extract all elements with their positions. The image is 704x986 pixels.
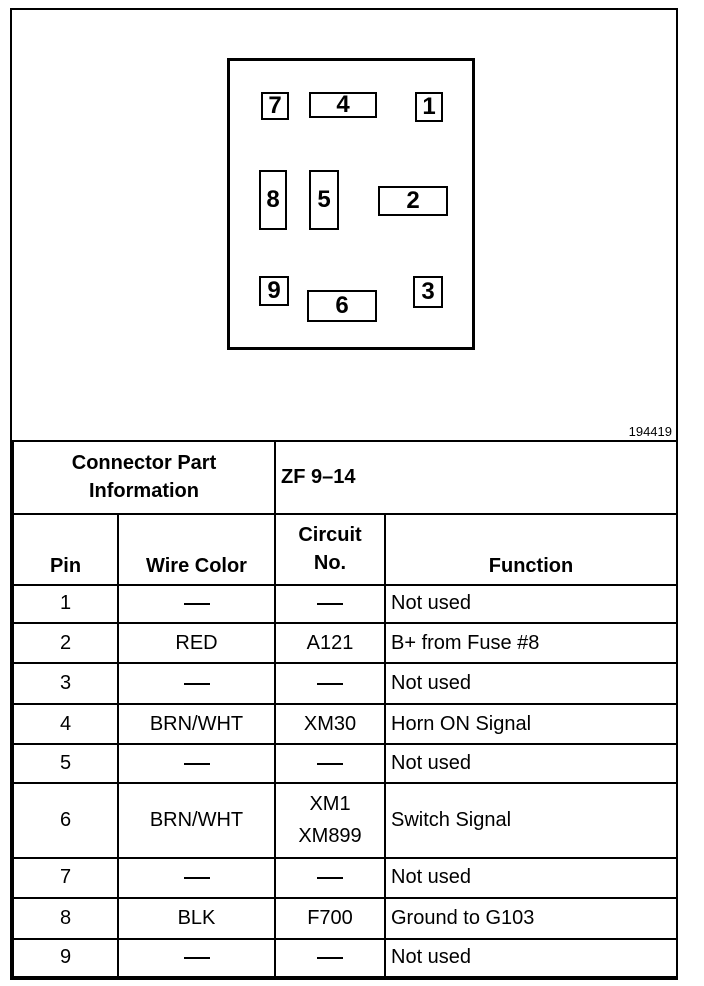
pin-1-cavity: 1 xyxy=(415,92,443,122)
header-row: Pin Wire Color Circuit No. Function xyxy=(12,512,679,586)
wire-color-cell xyxy=(117,743,276,784)
dash-mark xyxy=(183,956,210,959)
pin-3-cavity: 3 xyxy=(413,276,443,308)
dash-mark xyxy=(183,877,210,880)
circuit-number: F700 xyxy=(307,906,353,929)
function-cell: Not used xyxy=(383,743,679,784)
pin-cell: 8 xyxy=(12,897,119,940)
pin-cell: 3 xyxy=(12,662,119,705)
wire-color-cell xyxy=(117,856,276,900)
connector-part-label: Connector Part Information xyxy=(12,440,276,515)
pin-header: Pin xyxy=(12,512,119,586)
function-cell: Switch Signal xyxy=(383,781,679,859)
dash-mark xyxy=(317,603,343,606)
pin-cell: 4 xyxy=(12,702,119,746)
circuit-cell xyxy=(274,662,386,705)
circuit-cell: A121 xyxy=(274,622,386,665)
wire-color-cell xyxy=(117,583,276,625)
connector-part-row: Connector Part Information ZF 9–14 xyxy=(12,440,679,515)
wire-color-cell xyxy=(117,662,276,705)
pin-6-cavity: 6 xyxy=(307,290,377,322)
function-cell: Horn ON Signal xyxy=(383,702,679,746)
pin-2-cavity: 2 xyxy=(378,186,448,216)
pin-9-cavity: 9 xyxy=(259,276,289,306)
circuit-cell: XM30 xyxy=(274,702,386,746)
dash-mark xyxy=(183,603,210,606)
function-cell: Not used xyxy=(383,856,679,900)
figure-frame: 7 4 1 8 5 2 9 6 3 194419 Connector Part … xyxy=(10,8,679,980)
connector-part-value: ZF 9–14 xyxy=(273,440,679,515)
connector-diagram: 7 4 1 8 5 2 9 6 3 194419 xyxy=(12,10,676,440)
circuit-cell: F700 xyxy=(274,897,386,940)
table-row: 5 Not used xyxy=(12,743,679,784)
pin-7-cavity: 7 xyxy=(261,92,289,120)
pin-cell: 1 xyxy=(12,583,119,625)
pin-4-cavity: 4 xyxy=(309,92,377,118)
table-row: 9 Not used xyxy=(12,937,679,979)
connector-info-table: Connector Part Information ZF 9–14 Pin W… xyxy=(12,440,679,979)
table-row: 7 Not used xyxy=(12,856,679,900)
circuit-cell xyxy=(274,743,386,784)
pin-cell: 6 xyxy=(12,781,119,859)
table-row: 3 Not used xyxy=(12,662,679,705)
figure-number: 194419 xyxy=(628,424,672,439)
pin-8-cavity: 8 xyxy=(259,170,287,230)
dash-mark xyxy=(317,762,343,765)
circuit-header: Circuit No. xyxy=(274,512,386,586)
pin-cell: 2 xyxy=(12,622,119,665)
function-cell: B+ from Fuse #8 xyxy=(383,622,679,665)
connector-housing xyxy=(227,58,475,350)
circuit-cell xyxy=(274,583,386,625)
dash-mark xyxy=(317,682,343,685)
function-cell: Ground to G103 xyxy=(383,897,679,940)
dash-mark xyxy=(183,762,210,765)
pin-5-cavity: 5 xyxy=(309,170,339,230)
wire-color-cell xyxy=(117,937,276,979)
wire-color-cell: BRN/WHT xyxy=(117,781,276,859)
dash-mark xyxy=(183,682,210,685)
circuit-cell xyxy=(274,937,386,979)
pin-cell: 7 xyxy=(12,856,119,900)
wire-color-cell: RED xyxy=(117,622,276,665)
wire-color-cell: BRN/WHT xyxy=(117,702,276,746)
circuit-number: XM899 xyxy=(298,825,362,848)
pin-cell: 5 xyxy=(12,743,119,784)
function-cell: Not used xyxy=(383,662,679,705)
wire-color-cell: BLK xyxy=(117,897,276,940)
pin-cell: 9 xyxy=(12,937,119,979)
circuit-number: XM30 xyxy=(303,712,357,735)
function-header: Function xyxy=(383,512,679,586)
dash-mark xyxy=(317,956,343,959)
circuit-cell xyxy=(274,856,386,900)
circuit-number: XM1 xyxy=(309,793,351,816)
table-row: 1 Not used xyxy=(12,583,679,625)
function-cell: Not used xyxy=(383,583,679,625)
wire-color-header: Wire Color xyxy=(117,512,276,586)
function-cell: Not used xyxy=(383,937,679,979)
circuit-number: A121 xyxy=(306,631,354,654)
dash-mark xyxy=(317,877,343,880)
